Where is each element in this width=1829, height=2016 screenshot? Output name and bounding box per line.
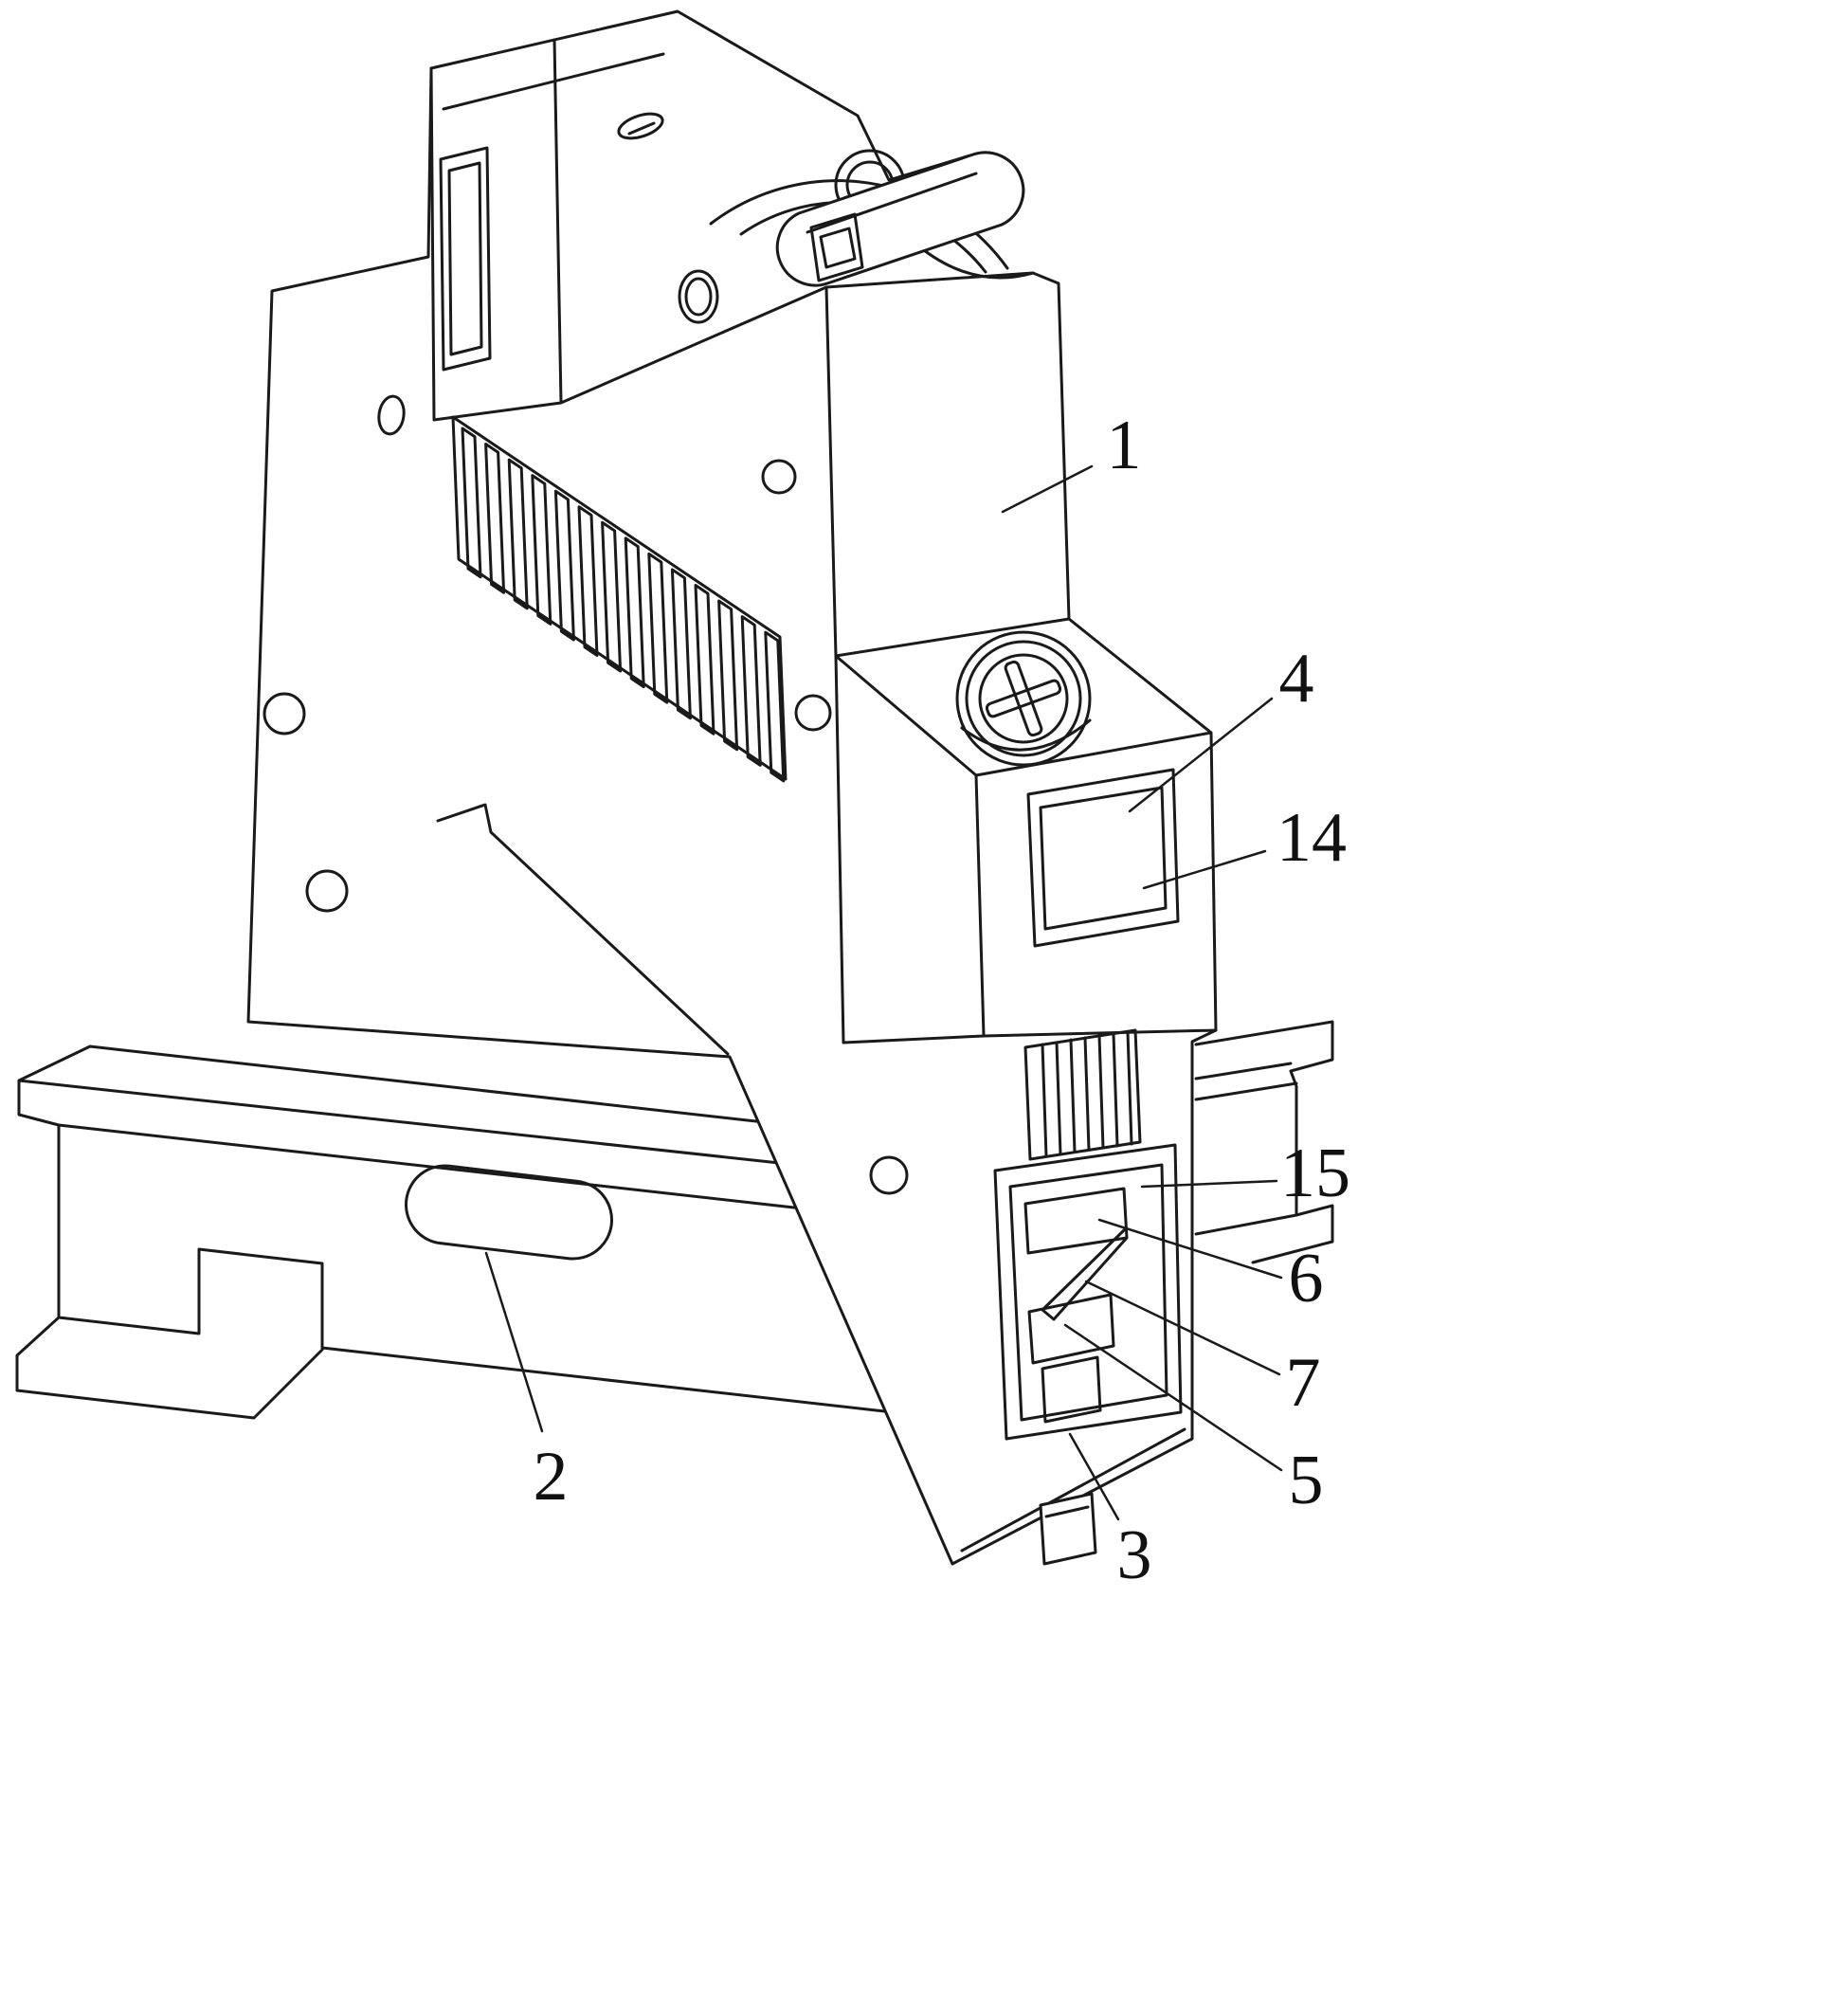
front-window-outer	[439, 146, 492, 372]
vent-fin	[647, 552, 669, 704]
rivet-hole	[678, 269, 719, 324]
front-window-inner	[447, 161, 483, 356]
screw-cross-slot	[985, 660, 1062, 737]
callout-label-2: 2	[534, 1438, 569, 1516]
vent-fin	[601, 520, 623, 673]
rail-top-flange	[17, 1044, 817, 1168]
vent-fin	[577, 505, 599, 657]
callout-label-1: 1	[1107, 407, 1142, 484]
rivet-hole	[761, 459, 797, 495]
vent-fin	[484, 443, 506, 594]
din-rail-left-segment	[15, 1044, 912, 1420]
circuit-breaker	[246, 9, 1218, 1566]
callout-leader-7	[1084, 1280, 1281, 1376]
callout-leader-14	[1142, 849, 1267, 890]
rivet-hole	[794, 694, 832, 732]
busbar-slot-fins	[1041, 1030, 1133, 1158]
callout-label-5: 5	[1289, 1442, 1324, 1519]
vent-fin	[717, 599, 739, 752]
top-vent-slot	[617, 112, 664, 140]
vent-fin	[507, 458, 529, 610]
rivet-hole	[305, 869, 349, 913]
vent-fins-panel	[451, 415, 788, 783]
toggle-lever-details	[806, 172, 978, 282]
bottom-terminal	[960, 1143, 1186, 1566]
top-terminal	[834, 617, 1218, 1044]
bottom-edge-inner-line	[960, 1427, 1186, 1553]
vent-fin	[740, 615, 762, 767]
busbar-slot	[1023, 1028, 1142, 1161]
callout-leader-15	[1140, 1179, 1278, 1189]
callout-label-14: 14	[1277, 799, 1347, 877]
rivet-hole	[869, 1155, 909, 1195]
terminal-block-edges	[834, 617, 1218, 1044]
switch-housing-edges	[429, 38, 828, 422]
callout-leader-3	[1068, 1432, 1120, 1521]
vent-fin	[553, 489, 575, 642]
din-rail	[15, 1020, 1334, 1420]
rail-front-face	[15, 1123, 912, 1420]
screw-slot-horizontal	[985, 679, 1062, 718]
callout-label-4: 4	[1279, 640, 1314, 717]
terminal-cage-frame	[993, 1143, 1183, 1441]
callout-label-7: 7	[1286, 1344, 1321, 1422]
callout-leader-6	[1097, 1218, 1283, 1280]
top-vent-slot-line	[627, 121, 656, 136]
mounting-tab-line	[1044, 1505, 1090, 1518]
toggle-switch	[775, 151, 1025, 287]
callout-label-3: 3	[1117, 1517, 1152, 1594]
rivet-hole-inner	[684, 277, 713, 317]
vent-fins-frame	[451, 415, 788, 781]
rivet-hole	[263, 692, 306, 736]
rail-mounting-slot	[404, 1164, 614, 1261]
rivet-hole	[377, 394, 406, 436]
vent-fin	[694, 584, 715, 736]
body-edges	[436, 271, 1035, 1056]
din-rail-right-segment	[1194, 1020, 1334, 1264]
callout-leader-2	[484, 1251, 544, 1433]
vent-fin	[624, 536, 645, 689]
toggle-lever	[775, 151, 1025, 287]
callout-leader-1	[1001, 464, 1094, 514]
callout-leader-4	[1128, 697, 1274, 813]
screw-head-outer	[955, 630, 1092, 767]
rail-right-end-profile	[1194, 1020, 1334, 1264]
terminal-clip	[1023, 1187, 1129, 1424]
top-face-ridge	[442, 52, 665, 111]
terminal-window	[1026, 768, 1180, 948]
screw-slot-vertical	[1004, 660, 1043, 737]
screw-recess-arc	[960, 718, 1092, 752]
vent-fin	[461, 427, 482, 579]
screw-head-rim	[965, 640, 1082, 757]
terminal-screw	[955, 630, 1092, 767]
callout-label-15: 15	[1280, 1135, 1350, 1212]
callout-leader-5	[1063, 1323, 1283, 1472]
vent-fin	[531, 474, 552, 626]
mounting-tab	[1039, 1492, 1097, 1566]
vent-fins	[461, 427, 786, 783]
callout-label-6: 6	[1289, 1240, 1324, 1317]
screw-head-inner	[978, 653, 1069, 744]
vent-fin	[670, 568, 692, 720]
vent-fin	[764, 630, 786, 783]
case-holes	[263, 269, 909, 1195]
